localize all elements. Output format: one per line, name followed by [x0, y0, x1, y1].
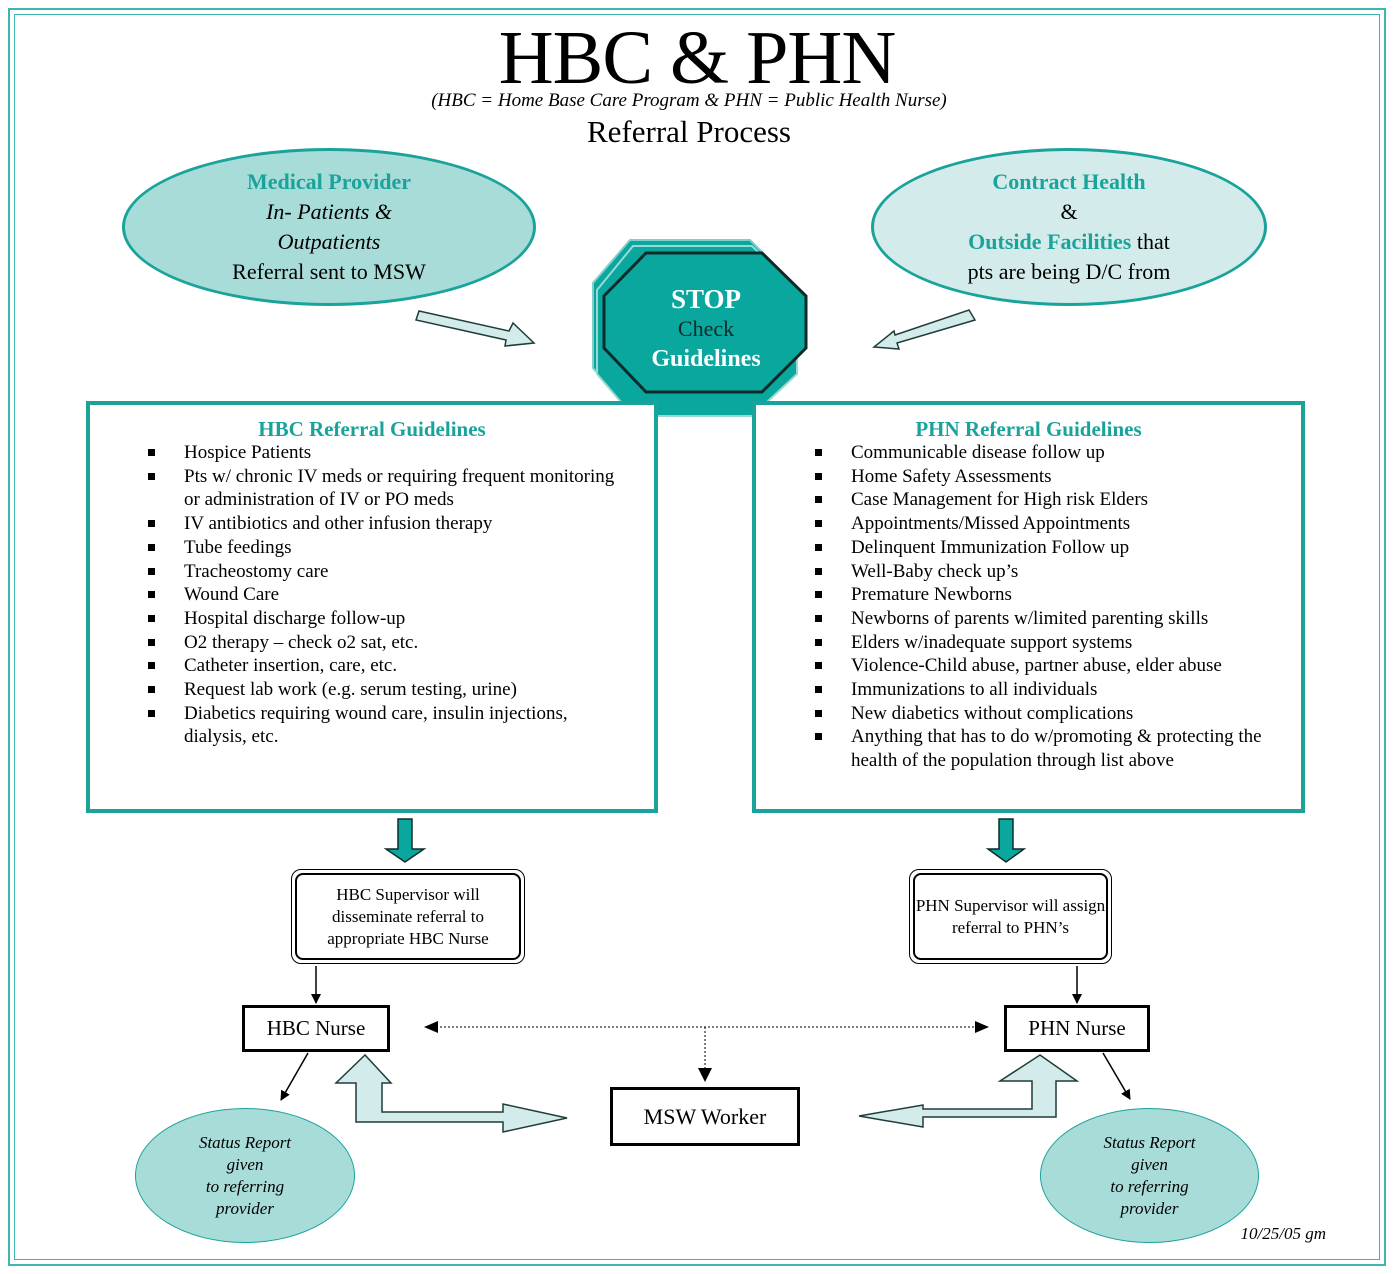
stop-title: STOP [670, 284, 742, 314]
phn-nurse-box: PHN Nurse [1004, 1005, 1150, 1052]
status-report-right-text: Status Report given to referring provide… [1103, 1132, 1195, 1220]
phn-guidelines-box: PHN Referral Guidelines Communicable dis… [752, 401, 1305, 813]
stop-sign [602, 251, 808, 394]
page-title: HBC & PHN [498, 16, 896, 100]
hbc-guidelines-heading: HBC Referral Guidelines [258, 417, 486, 441]
inner-border [14, 14, 1380, 1260]
hbc-guidelines-box: HBC Referral Guidelines Hospice Patients… [86, 401, 658, 813]
list-item: Wound Care [90, 583, 654, 607]
dotted-arrowhead-left [424, 1021, 438, 1033]
status-left-line2: given [226, 1154, 264, 1174]
list-item: Newborns of parents w/limited parenting … [756, 607, 1301, 631]
status-right-line2: given [1131, 1154, 1168, 1174]
bent-arrow-right [858, 1054, 1080, 1128]
outside-facilities-line: Outside Facilities that [968, 227, 1170, 257]
list-item: Tube feedings [90, 536, 654, 560]
hbc-supervisor-box: HBC Supervisor will disseminate referral… [291, 869, 525, 964]
status-left-line1: Status Report [198, 1132, 292, 1152]
medical-provider-heading: Medical Provider [247, 169, 411, 194]
status-report-right: Status Report given to referring provide… [1040, 1108, 1259, 1243]
process-heading: Referral Process [587, 114, 791, 149]
list-item: Diabetics requiring wound care, insulin … [90, 702, 654, 749]
status-left-line4: provider [216, 1198, 274, 1218]
list-item: Anything that has to do w/promoting & pr… [756, 725, 1301, 772]
contract-health-heading: Contract Health [992, 169, 1146, 194]
stop-sign-text: STOP Check Guidelines [606, 283, 806, 375]
list-item: New diabetics without complications [756, 702, 1301, 726]
status-right-line1: Status Report [1103, 1132, 1196, 1152]
hbc-supervisor-text: HBC Supervisor will disseminate referral… [295, 873, 521, 960]
status-right-line3: to referring [1110, 1176, 1189, 1196]
list-item: Elders w/inadequate support systems [756, 631, 1301, 655]
dotted-arrowhead-right [975, 1021, 989, 1033]
status-left-line3: to referring [205, 1176, 285, 1196]
list-item: Delinquent Immunization Follow up [756, 536, 1301, 560]
date-stamp: 10/25/05 gm [1240, 1224, 1326, 1243]
outside-facilities-that: that [1131, 229, 1170, 254]
list-item: O2 therapy – check o2 sat, etc. [90, 631, 654, 655]
list-item: Tracheostomy care [90, 560, 654, 584]
medical-provider-ellipse: Medical Provider In- Patients & Outpatie… [122, 148, 536, 306]
list-item: Premature Newborns [756, 583, 1301, 607]
phn-guidelines-list: Communicable disease follow up Home Safe… [756, 441, 1301, 773]
phn-supervisor-text: PHN Supervisor will assign referral to P… [913, 873, 1108, 960]
phn-nurse-label: PHN Nurse [1028, 1016, 1126, 1040]
dotted-arrowhead-down [698, 1068, 712, 1082]
stop-guidelines: Guidelines [651, 346, 761, 372]
status-report-left: Status Report given to referring provide… [135, 1108, 355, 1243]
msw-worker-box: MSW Worker [610, 1087, 800, 1146]
list-item: Pts w/ chronic IV meds or requiring freq… [90, 465, 654, 512]
arrow-phn-box-down [985, 818, 1027, 863]
list-item: IV antibiotics and other infusion therap… [90, 512, 654, 536]
discharge-label: pts are being D/C from [967, 259, 1171, 284]
list-item: Request lab work (e.g. serum testing, ur… [90, 678, 654, 702]
outpatients-label: Outpatients [277, 229, 381, 254]
msw-worker-label: MSW Worker [643, 1103, 767, 1129]
page-subtitle: (HBC = Home Base Care Program & PHN = Pu… [431, 90, 947, 111]
phn-guidelines-heading: PHN Referral Guidelines [915, 417, 1142, 441]
referral-sent-label: Referral sent to MSW [232, 259, 426, 284]
contract-health-amp: & [1060, 199, 1078, 224]
arrow-contract-to-stop [872, 309, 977, 350]
status-report-left-text: Status Report given to referring provide… [199, 1132, 291, 1220]
phn-supervisor-box: PHN Supervisor will assign referral to P… [909, 869, 1112, 964]
list-item: Well-Baby check up’s [756, 560, 1301, 584]
list-item: Appointments/Missed Appointments [756, 512, 1301, 536]
contract-health-ellipse: Contract Health & Outside Facilities tha… [871, 148, 1267, 306]
outside-facilities-label: Outside Facilities [968, 229, 1132, 254]
list-item: Communicable disease follow up [756, 441, 1301, 465]
list-item: Home Safety Assessments [756, 465, 1301, 489]
status-right-line4: provider [1120, 1198, 1179, 1218]
arrow-phn-nurse-to-status [1102, 1052, 1131, 1100]
hbc-guidelines-list: Hospice Patients Pts w/ chronic IV meds … [90, 441, 654, 749]
outer-border [8, 8, 1386, 1266]
list-item: Case Management for High risk Elders [756, 488, 1301, 512]
list-item: Hospice Patients [90, 441, 654, 465]
arrow-hbc-nurse-to-status [280, 1052, 309, 1101]
arrow-hbc-box-down [383, 818, 427, 863]
arrow-provider-to-stop [415, 310, 536, 347]
hbc-nurse-box: HBC Nurse [242, 1005, 390, 1052]
bent-arrow-left [334, 1053, 568, 1133]
inpatients-label: In- Patients & [266, 199, 392, 224]
stop-check: Check [677, 316, 735, 341]
list-item: Immunizations to all individuals [756, 678, 1301, 702]
list-item: Hospital discharge follow-up [90, 607, 654, 631]
list-item: Violence-Child abuse, partner abuse, eld… [756, 654, 1301, 678]
list-item: Catheter insertion, care, etc. [90, 654, 654, 678]
hbc-nurse-label: HBC Nurse [266, 1016, 366, 1040]
